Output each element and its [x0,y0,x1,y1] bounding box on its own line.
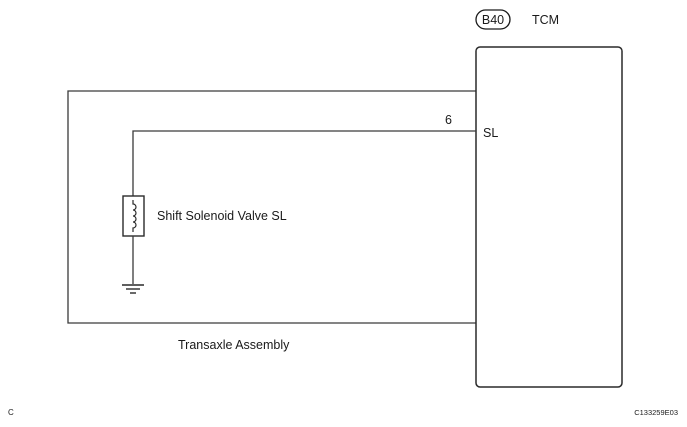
pin-number: 6 [445,113,452,127]
tcm-label: TCM [532,13,559,27]
connector-code: B40 [482,13,504,27]
sl-signal-wire [132,130,476,196]
footer-left-code: C [8,408,14,417]
figure-code: C133259E03 [634,408,678,417]
transaxle-assembly-outline [67,90,476,324]
solenoid-label: Shift Solenoid Valve SL [157,209,287,223]
ground-icon [122,284,144,294]
tcm-box [475,46,623,388]
solenoid-icon [122,195,145,237]
pin-name: SL [483,126,498,140]
connector-badge: B40 [475,9,511,30]
assembly-label: Transaxle Assembly [178,338,290,352]
